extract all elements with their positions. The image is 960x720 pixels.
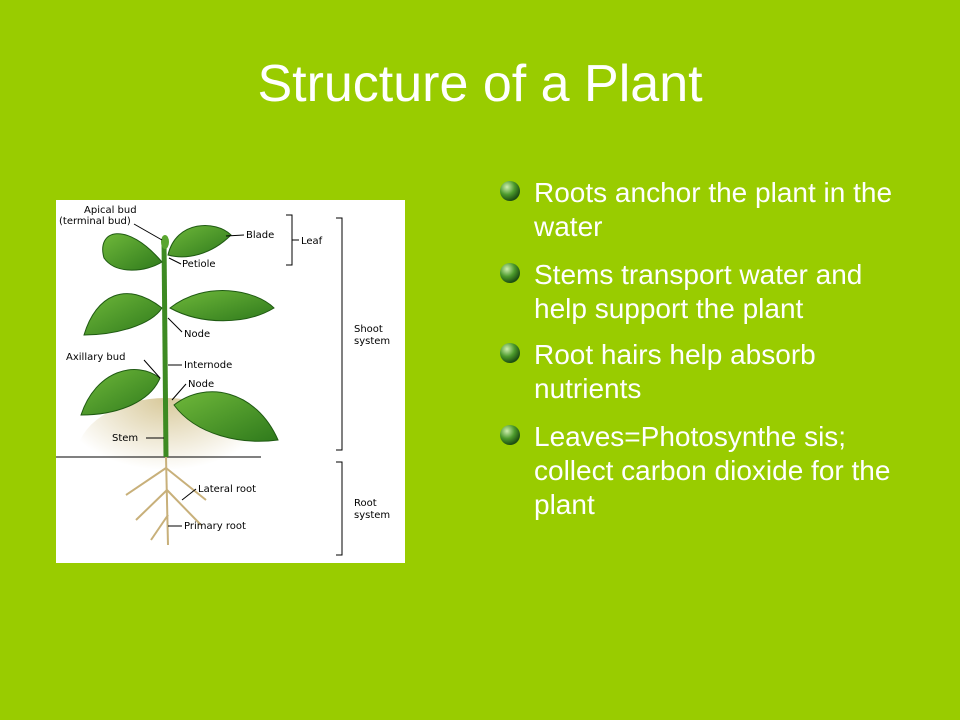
pointer-lateral bbox=[181, 488, 197, 501]
pointer-blade bbox=[225, 234, 245, 237]
pointer-node-upper bbox=[167, 317, 183, 333]
plant-diagram: Apical bud (terminal bud) Blade Leaf Pet… bbox=[56, 200, 405, 563]
green-sphere-bullet-icon bbox=[500, 425, 520, 445]
label-stem: Stem bbox=[112, 433, 138, 444]
leaf-top-right bbox=[167, 224, 232, 258]
label-primary-root: Primary root bbox=[184, 521, 246, 532]
lateral-root-3 bbox=[135, 489, 168, 521]
bullet-item: Leaves=Photosynthe sis; collect carbon d… bbox=[497, 420, 917, 522]
lateral-root-5 bbox=[150, 514, 169, 541]
pointer-apical bbox=[133, 223, 163, 241]
bullet-text: Roots anchor the plant in the water bbox=[534, 177, 893, 242]
pointer-lines bbox=[133, 214, 343, 556]
stem-shape bbox=[161, 239, 169, 458]
lateral-root-4 bbox=[166, 489, 202, 526]
label-node-upper: Node bbox=[184, 329, 210, 340]
leaf-low-left bbox=[80, 369, 161, 416]
green-sphere-bullet-icon bbox=[500, 263, 520, 283]
plant-illustration: Apical bud (terminal bud) Blade Leaf Pet… bbox=[56, 205, 390, 556]
leaves bbox=[80, 224, 279, 442]
bullet-list: Roots anchor the plant in the water Stem… bbox=[497, 176, 917, 536]
bullet-text: Stems transport water and help support t… bbox=[534, 259, 863, 324]
pointer-petiole bbox=[168, 257, 182, 265]
root-bracket bbox=[336, 461, 343, 556]
green-sphere-bullet-icon bbox=[500, 181, 520, 201]
label-shoot-system: system bbox=[354, 336, 390, 347]
pointer-axillary bbox=[143, 359, 161, 379]
leaf-top-left bbox=[102, 233, 163, 271]
label-root-system: system bbox=[354, 510, 390, 521]
leaf-mid-left bbox=[83, 293, 163, 336]
bullet-text: Leaves=Photosynthe sis; collect carbon d… bbox=[534, 421, 891, 520]
lateral-root-1 bbox=[125, 467, 167, 496]
label-node-lower: Node bbox=[188, 379, 214, 390]
slide-title: Structure of a Plant bbox=[257, 55, 703, 113]
label-leaf: Leaf bbox=[301, 236, 323, 247]
bullet-item: Stems transport water and help support t… bbox=[497, 258, 917, 326]
primary-root-shape bbox=[165, 456, 169, 546]
leaf-low-right bbox=[173, 391, 279, 442]
label-axillary-bud: Axillary bud bbox=[66, 352, 125, 363]
label-blade: Blade bbox=[246, 230, 274, 241]
label-root: Root bbox=[354, 498, 377, 509]
label-terminal-bud: (terminal bud) bbox=[59, 216, 131, 227]
label-lateral-root: Lateral root bbox=[198, 484, 256, 495]
label-apical-bud: Apical bud bbox=[84, 205, 137, 216]
apical-bud-shape bbox=[161, 235, 169, 249]
label-shoot: Shoot bbox=[354, 324, 383, 335]
bullet-item: Roots anchor the plant in the water bbox=[497, 176, 917, 244]
label-internode: Internode bbox=[184, 360, 232, 371]
green-sphere-bullet-icon bbox=[500, 343, 520, 363]
pointer-node-lower bbox=[171, 383, 187, 401]
lateral-root-2 bbox=[165, 467, 207, 501]
roots bbox=[125, 456, 207, 546]
bullet-item: Root hairs help absorb nutrients bbox=[497, 338, 917, 406]
leaf-mid-right bbox=[169, 290, 275, 322]
shoot-bracket bbox=[336, 217, 343, 451]
bullet-text: Root hairs help absorb nutrients bbox=[534, 339, 816, 404]
leaf-bracket bbox=[286, 214, 293, 266]
label-petiole: Petiole bbox=[182, 259, 216, 270]
